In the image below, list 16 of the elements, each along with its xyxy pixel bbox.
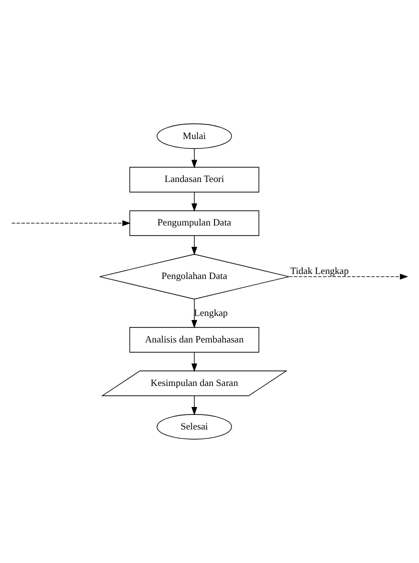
arrow bbox=[191, 298, 198, 328]
node-ellipse: Selesai bbox=[156, 414, 232, 440]
arrow bbox=[191, 148, 198, 168]
node-box: Landasan Teori bbox=[129, 166, 260, 192]
edge-label: Tidak Lengkap bbox=[290, 266, 349, 278]
arrow bbox=[191, 235, 198, 256]
node-box: Analisis dan Pembahasan bbox=[129, 327, 260, 353]
arrow bbox=[191, 396, 198, 416]
arrow bbox=[191, 192, 198, 212]
edge-label: Lengkap bbox=[194, 308, 228, 319]
node-box: Pengumpulan Data bbox=[129, 210, 260, 236]
arrow bbox=[11, 220, 131, 226]
arrow bbox=[191, 352, 198, 372]
node-diamond: Pengolahan Data bbox=[99, 254, 290, 300]
node-ellipse: Mulai bbox=[156, 123, 232, 149]
arrow bbox=[288, 274, 408, 280]
